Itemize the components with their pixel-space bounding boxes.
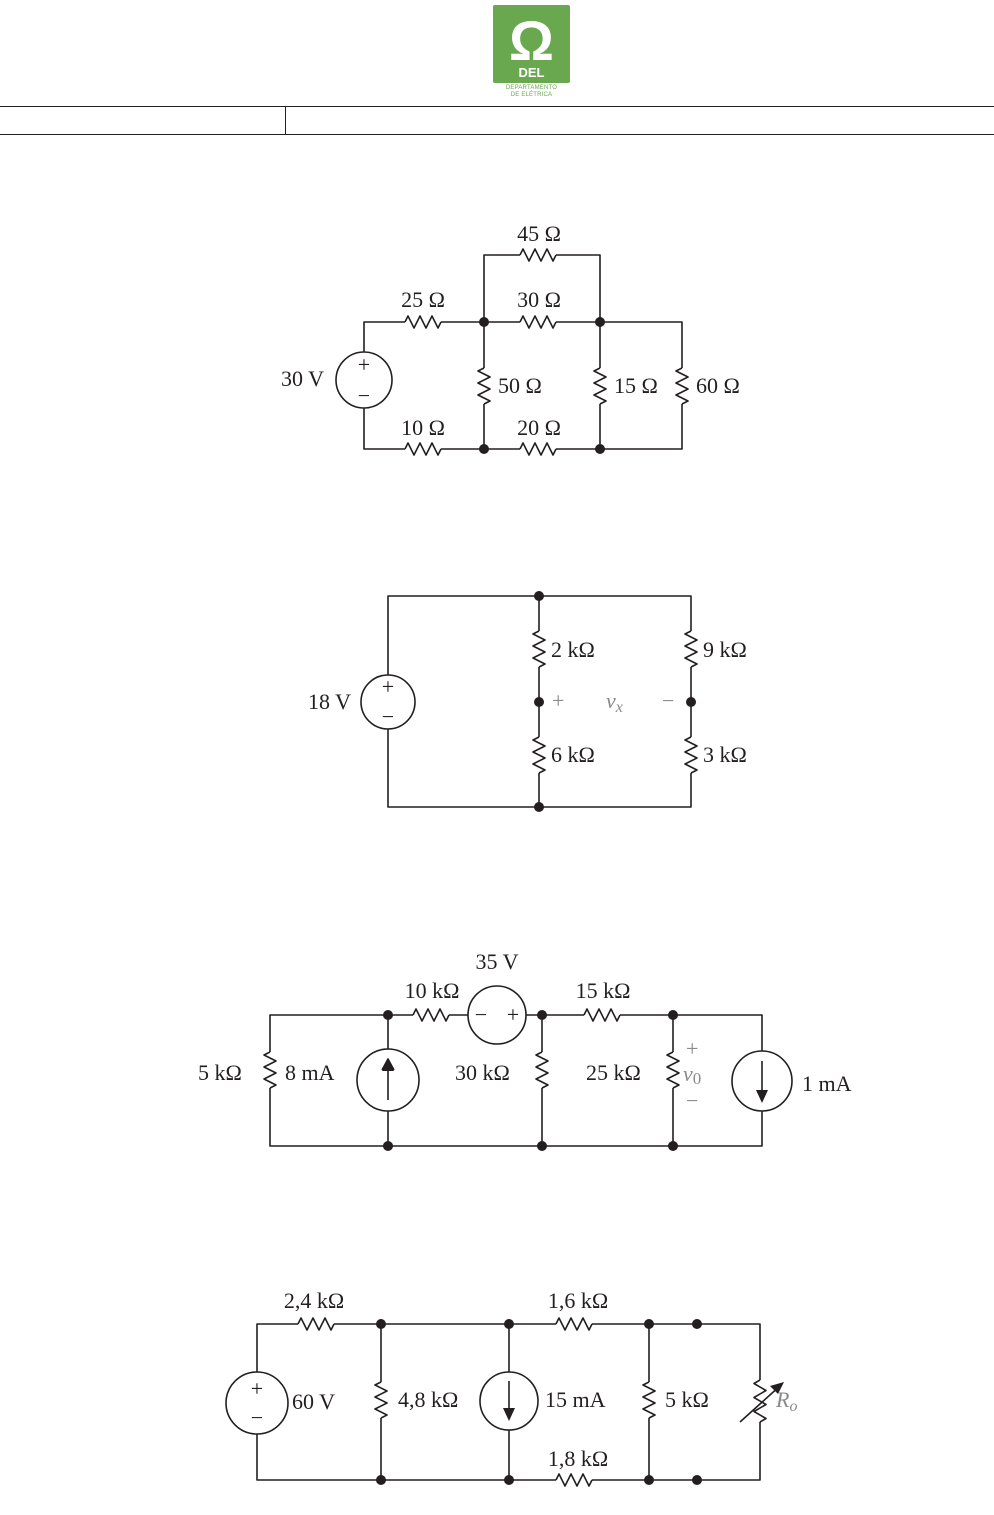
node [479, 317, 489, 327]
resistor-10k [413, 1009, 449, 1021]
v0-minus: − [686, 1088, 698, 1113]
source-minus: − [382, 704, 394, 729]
label-ro: Ro [775, 1387, 797, 1415]
vx-plus: + [552, 688, 564, 713]
node [692, 1319, 702, 1329]
node [383, 1141, 393, 1151]
source-plus: + [251, 1376, 263, 1401]
node [376, 1475, 386, 1485]
label-10-ohm: 10 Ω [401, 415, 445, 440]
node [479, 444, 489, 454]
resistor-1k6 [556, 1318, 592, 1330]
circuit-1: + − 45 Ω 25 Ω 30 Ω 30 V 50 Ω 15 Ω 60 Ω 1… [281, 221, 740, 455]
node [504, 1319, 514, 1329]
label-60-ohm: 60 Ω [696, 373, 740, 398]
label-1ma: 1 mA [802, 1071, 852, 1096]
label-2k: 2 kΩ [551, 637, 595, 662]
source-minus: − [251, 1405, 263, 1430]
node [534, 802, 544, 812]
label-30-ohm: 30 Ω [517, 287, 561, 312]
v0-plus: + [686, 1036, 698, 1061]
node [534, 591, 544, 601]
resistor-25k [667, 1052, 679, 1088]
resistor-3k [685, 737, 697, 773]
circuit-4: + − 2,4 kΩ 1,6 kΩ 60 V 4,8 kΩ 15 mA 5 kΩ… [226, 1288, 797, 1486]
label-15k: 15 kΩ [576, 978, 631, 1003]
label-2k4: 2,4 kΩ [284, 1288, 344, 1313]
label-5k: 5 kΩ [665, 1387, 709, 1412]
label-25k: 25 kΩ [586, 1060, 641, 1085]
label-30k: 30 kΩ [455, 1060, 510, 1085]
label-25-ohm: 25 Ω [401, 287, 445, 312]
resistor-45-ohm [520, 249, 556, 261]
vx-label: vx [606, 688, 623, 716]
label-3k: 3 kΩ [703, 742, 747, 767]
label-20-ohm: 20 Ω [517, 415, 561, 440]
label-35-v: 35 V [476, 949, 519, 974]
label-6k: 6 kΩ [551, 742, 595, 767]
resistor-30-ohm [520, 316, 556, 328]
label-15-ohm: 15 Ω [614, 373, 658, 398]
v0-label: v0 [683, 1061, 701, 1088]
node [686, 697, 696, 707]
source-minus: − [475, 1002, 487, 1027]
label-9k: 9 kΩ [703, 637, 747, 662]
source-plus: + [382, 674, 394, 699]
node [692, 1475, 702, 1485]
source-plus: + [507, 1002, 519, 1027]
label-50-ohm: 50 Ω [498, 373, 542, 398]
resistor-6k [533, 737, 545, 773]
node [595, 444, 605, 454]
label-15ma: 15 mA [545, 1387, 606, 1412]
resistor-5k [264, 1052, 276, 1088]
label-1k8: 1,8 kΩ [548, 1446, 608, 1471]
node [668, 1010, 678, 1020]
circuit-3: − + 35 V 10 kΩ 15 kΩ 5 kΩ 8 mA 30 kΩ 25 … [198, 949, 852, 1151]
node [595, 317, 605, 327]
resistor-50-ohm [478, 368, 490, 404]
source-minus: − [358, 383, 370, 408]
node [644, 1319, 654, 1329]
resistor-5k [643, 1382, 655, 1418]
resistor-1k8 [556, 1474, 592, 1486]
label-1k6: 1,6 kΩ [548, 1288, 608, 1313]
label-5k: 5 kΩ [198, 1060, 242, 1085]
label-4k8: 4,8 kΩ [398, 1387, 458, 1412]
label-45-ohm: 45 Ω [517, 221, 561, 246]
node [668, 1141, 678, 1151]
resistor-60-ohm [676, 368, 688, 404]
node [644, 1475, 654, 1485]
circuit-2: + − 18 V 2 kΩ 9 kΩ 6 kΩ 3 kΩ + − vx [308, 591, 747, 812]
resistor-25-ohm [405, 316, 441, 328]
vx-minus: − [662, 688, 674, 713]
node [376, 1319, 386, 1329]
resistor-15k [584, 1009, 620, 1021]
resistor-9k [685, 631, 697, 667]
source-plus: + [358, 352, 370, 377]
node [383, 1010, 393, 1020]
label-30-v: 30 V [281, 366, 324, 391]
resistor-4k8 [375, 1382, 387, 1418]
label-18-v: 18 V [308, 689, 351, 714]
node [534, 697, 544, 707]
resistor-10-ohm [405, 443, 441, 455]
node [504, 1475, 514, 1485]
resistor-2k [533, 631, 545, 667]
label-10k: 10 kΩ [405, 978, 460, 1003]
resistor-20-ohm [520, 443, 556, 455]
resistor-30k [536, 1052, 548, 1088]
resistor-2k4 [298, 1318, 334, 1330]
node [537, 1141, 547, 1151]
label-8ma: 8 mA [285, 1060, 335, 1085]
node [537, 1010, 547, 1020]
label-60-v: 60 V [292, 1389, 335, 1414]
resistor-15-ohm [594, 368, 606, 404]
